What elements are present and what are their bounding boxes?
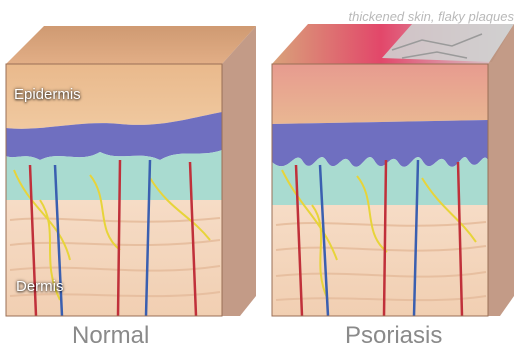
skin-surface (6, 26, 256, 64)
caption-psoriasis: Psoriasis (345, 322, 442, 350)
psoriasis-skin-illustration (262, 0, 520, 320)
dermis-label: Dermis (16, 278, 64, 295)
epidermis-label: Epidermis (14, 86, 81, 103)
normal-skin-illustration (0, 0, 262, 320)
caption-normal: Normal (72, 322, 149, 350)
